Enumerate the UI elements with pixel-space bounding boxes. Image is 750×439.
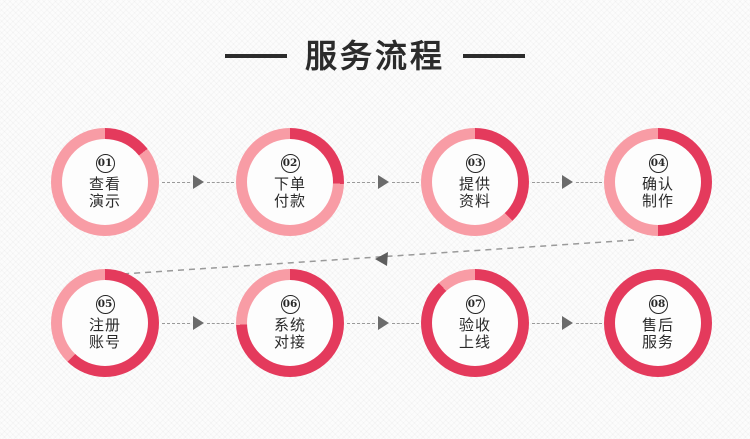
step-number-badge: 04 [648,154,668,174]
step-label-line1: 确认 [641,175,674,194]
title-dash-right [463,54,525,58]
step-label-line1: 售后 [641,316,674,335]
step-label-line2: 付款 [273,192,306,210]
dashed-line [532,181,559,183]
connector-01-02 [162,175,234,189]
step-label-line2: 演示 [88,192,121,210]
step-number-badge: 08 [648,295,668,315]
diagonal-dashed-line [121,239,635,275]
step-number-badge: 01 [95,154,115,174]
step-number-badge: 02 [280,154,300,174]
arrow-right-icon [377,175,389,189]
dashed-line [347,322,375,324]
arrow-right-icon [561,175,573,189]
step-number-badge: 07 [465,295,485,315]
step-label: 下单付款 [274,176,306,210]
step-label-line1: 提供 [458,175,491,194]
step-label-line2: 资料 [458,192,491,210]
dashed-line [206,322,234,324]
step-label: 注册账号 [89,317,121,351]
step-label-line1: 验收 [458,316,491,335]
dashed-line [575,181,602,183]
dashed-line [162,322,190,324]
connector-02-03 [347,175,419,189]
arrow-right-icon [192,316,204,330]
dashed-line [391,322,419,324]
step-label-line2: 制作 [641,192,674,210]
arrow-left-icon [375,252,388,266]
step-label: 确认制作 [642,176,674,210]
connector-07-08 [532,316,602,330]
step-label-line2: 账号 [88,333,121,351]
connector-03-04 [532,175,602,189]
step-number-badge: 05 [95,295,115,315]
connector-04-05-diagonal [121,239,635,275]
step-label: 提供资料 [459,176,491,210]
dashed-line [206,181,234,183]
dashed-line [575,322,602,324]
step-label-line2: 服务 [641,333,674,351]
dashed-line [532,322,559,324]
arrow-right-icon [377,316,389,330]
step-label: 售后服务 [642,317,674,351]
step-label-line1: 下单 [273,175,306,194]
connector-05-06 [162,316,234,330]
step-number-badge: 06 [280,295,300,315]
step-label-line2: 对接 [273,333,306,351]
dashed-line [162,181,190,183]
step-label: 查看演示 [89,176,121,210]
page-title: 服务流程 [304,37,445,75]
page-title-block: 服务流程 [0,40,750,72]
dashed-line [391,181,419,183]
step-label-line1: 系统 [273,316,306,335]
step-label-line1: 注册 [88,316,121,335]
arrow-right-icon [561,316,573,330]
step-number-badge: 03 [465,154,485,174]
step-label-line1: 查看 [88,175,121,194]
dashed-line [347,181,375,183]
step-label-line2: 上线 [458,333,491,351]
step-label: 系统对接 [274,317,306,351]
step-label: 验收上线 [459,317,491,351]
connector-06-07 [347,316,419,330]
arrow-right-icon [192,175,204,189]
title-dash-left [224,54,287,58]
